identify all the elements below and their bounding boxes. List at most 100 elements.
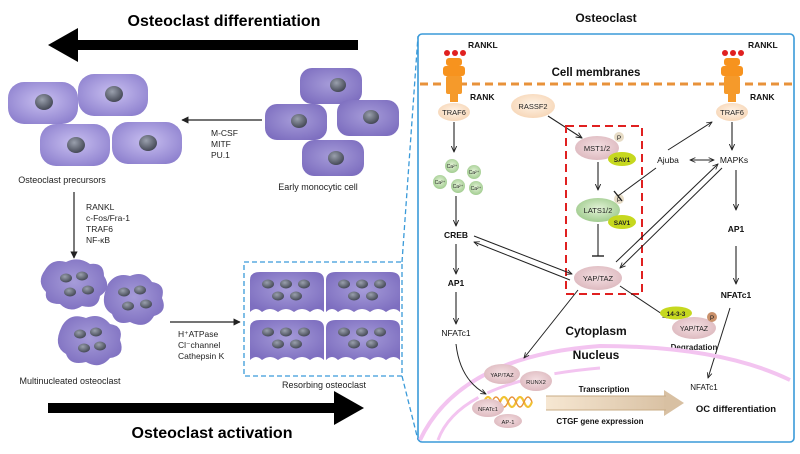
yaptaz-label: YAP/TAZ	[583, 274, 614, 283]
multinucleated-label: Multinucleated osteoclast	[19, 376, 121, 386]
resorbing-osteoclast-cells	[250, 272, 400, 360]
osteoclast-panel	[417, 33, 795, 443]
factors-mitf: MITF	[211, 139, 231, 149]
ap1-dna-label: AP-1	[502, 420, 515, 426]
rank-left-label: RANK	[470, 92, 495, 102]
protein-1433-blob	[660, 306, 692, 320]
ca-label-2: Ca²⁺	[469, 170, 480, 176]
oc-differentiation-label: OC differentiation	[696, 404, 776, 415]
inhibit-ajuba-lats	[617, 167, 657, 197]
panel-title: Osteoclast	[575, 11, 636, 25]
arrow-yap-creb	[474, 242, 571, 281]
arrow-creb-yap	[473, 235, 572, 274]
mst-p-label: P	[617, 135, 621, 142]
lats-p-label: P	[617, 197, 621, 204]
arrow-yap-nucleus	[524, 289, 579, 358]
deg-p-label: P	[710, 315, 714, 322]
rankl-right-label: RANKL	[748, 40, 778, 50]
traf6-left-blob	[438, 103, 470, 121]
rankl-left-label: RANKL	[468, 40, 498, 50]
transcription-arrow	[546, 390, 684, 416]
factors-traf6: TRAF6	[86, 224, 113, 234]
nfatc1-dna-label: NFATc1	[478, 407, 498, 413]
runx2-blob	[520, 371, 552, 391]
nucleus-label: Nucleus	[573, 348, 620, 362]
rassf2-label: RASSF2	[518, 102, 547, 111]
rank-receptor-right	[721, 50, 744, 102]
traf6-right-blob	[716, 103, 748, 121]
connector-top	[401, 35, 419, 263]
yaptaz-nuc-blob	[484, 364, 520, 384]
yaptaz-nuc-label: YAP/TAZ	[490, 373, 514, 379]
yaptaz-deg-label: YAP/TAZ	[680, 326, 709, 333]
transcription-label: Transcription	[579, 385, 630, 394]
yaptaz-blob	[574, 266, 622, 290]
nfatc1-right-label: NFATc1	[721, 290, 752, 300]
lats-blob	[576, 198, 620, 222]
mst-blob	[575, 136, 619, 160]
factors-pu1: PU.1	[211, 150, 230, 160]
sav1-a-label: SAV1	[614, 157, 631, 164]
ca-label-4: Ca²⁺	[453, 184, 464, 190]
differentiation-title: Osteoclast differentiation	[128, 13, 321, 30]
resorbing-label: Resorbing osteoclast	[282, 380, 367, 390]
rassf2-blob	[511, 94, 555, 118]
activation-arrow	[48, 391, 364, 425]
precursor-label: Osteoclast precursors	[18, 175, 106, 185]
ajuba-label: Ajuba	[657, 155, 679, 165]
mst-phospho	[614, 132, 624, 142]
factors-cfos: c-Fos/Fra-1	[86, 213, 130, 223]
sav1-b-blob	[608, 215, 636, 229]
sav1-b-label: SAV1	[614, 220, 631, 227]
ca-label-1: Ca²⁺	[447, 164, 458, 170]
factors-cathepsin: Cathepsin K	[178, 351, 225, 361]
factors-hatpase: H⁺ATPase	[178, 329, 219, 339]
deg-phospho	[707, 312, 717, 322]
nuclear-envelope-inner	[436, 366, 601, 441]
protein-1433-label: 14-3-3	[667, 311, 686, 318]
ap1-dna-blob	[494, 414, 522, 428]
ctgf-label: CTGF gene expression	[556, 417, 643, 426]
cytoplasm-label: Cytoplasm	[565, 324, 626, 338]
traf6-left-label: TRAF6	[442, 108, 466, 117]
runx2-label: RUNX2	[526, 380, 546, 386]
arrow-nfatc1-dna	[455, 343, 486, 394]
nuclear-envelope	[418, 343, 791, 441]
degradation-label: Degradation	[671, 343, 718, 352]
mst-label: MST1/2	[584, 144, 610, 153]
hippo-core-box	[565, 125, 643, 295]
traf6-right-label: TRAF6	[720, 108, 744, 117]
sav1-a-blob	[608, 152, 636, 166]
activation-title: Osteoclast activation	[132, 425, 293, 442]
yaptaz-deg-blob	[672, 317, 716, 339]
creb-label: CREB	[444, 230, 468, 240]
nfatc1-dna-blob	[472, 399, 504, 417]
arrow-nfatc1-nucleus	[708, 307, 731, 378]
calcium-cluster	[433, 159, 483, 195]
nfatc1-left-label: NFATc1	[441, 328, 470, 338]
factors-rankl: RANKL	[86, 202, 115, 212]
differentiation-arrow	[48, 28, 358, 62]
inhibit-bar-ajuba	[613, 190, 623, 202]
ca-label-5: Ca²⁺	[471, 186, 482, 192]
arrow-ajuba-traf6	[667, 122, 712, 151]
lats-label: LATS1/2	[584, 206, 613, 215]
membrane-label: Cell membranes	[552, 67, 641, 79]
rank-right-label: RANK	[750, 92, 775, 102]
osteoclast-precursor-cells	[8, 74, 182, 166]
early-monocytic-cells	[265, 68, 399, 176]
nfatc1-nuclear-label: NFATc1	[690, 383, 718, 392]
rank-receptor-left	[443, 50, 466, 102]
ap1-left-label: AP1	[448, 278, 465, 288]
multinucleated-osteoclast-cells	[40, 259, 164, 366]
arrow-yap-mapks	[615, 164, 718, 263]
mapks-label: MAPKs	[720, 155, 748, 165]
factors-cl-channel: Cl⁻channel	[178, 340, 220, 350]
factors-nfkb: NF-κB	[86, 235, 110, 245]
ap1-right-label: AP1	[728, 224, 745, 234]
early-monocytic-label: Early monocytic cell	[278, 182, 358, 192]
factors-msf: M-CSF	[211, 128, 238, 138]
connector-bottom	[401, 375, 419, 441]
